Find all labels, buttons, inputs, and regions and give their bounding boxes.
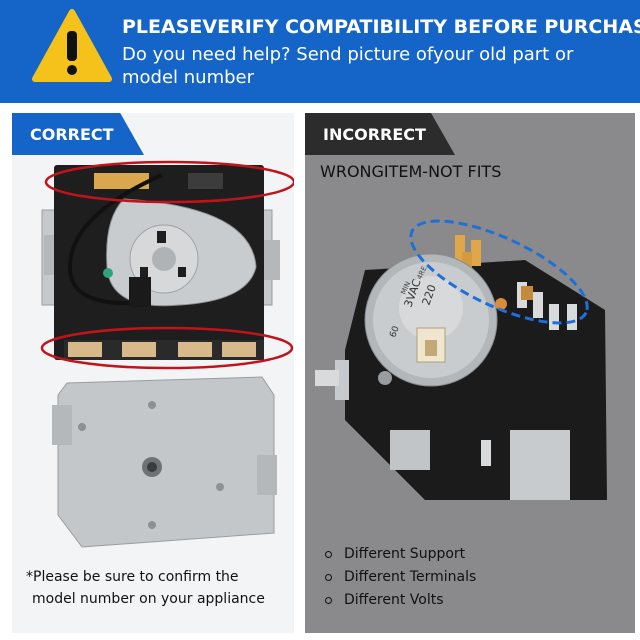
difference-item: Different Terminals (322, 569, 476, 592)
bullet-icon (325, 551, 332, 558)
banner-subtitle: Do you need help? Send picture ofyour ol… (122, 44, 574, 88)
incorrect-tab: INCORRECT (305, 113, 455, 155)
bottom-terminals-highlight (40, 326, 294, 370)
bullet-icon (325, 574, 332, 581)
confirm-model-note: *Please be sure to confirm the model num… (26, 566, 286, 610)
warning-triangle-icon (32, 9, 112, 82)
difference-item: Different Support (322, 546, 476, 569)
correct-part-front-photo (41, 165, 280, 360)
difference-text: Different Volts (344, 592, 444, 608)
incorrect-tab-label: INCORRECT (323, 125, 426, 144)
correct-part-images (40, 160, 294, 548)
wrong-item-label: WRONGITEM-NOT FITS (320, 162, 502, 181)
differences-list: Different Support Different Terminals Di… (322, 546, 476, 615)
difference-text: Different Support (344, 546, 466, 562)
correct-part-back-photo (52, 376, 277, 548)
correct-tab: CORRECT (12, 113, 144, 155)
motor-label-60: 60 (388, 325, 401, 339)
bullet-icon (325, 597, 332, 604)
warning-banner: PLEASEVERIFY COMPATIBILITY BEFORE PURCHA… (0, 0, 640, 103)
top-terminals-highlight (44, 160, 294, 204)
banner-title: PLEASEVERIFY COMPATIBILITY BEFORE PURCHA… (122, 16, 640, 38)
correct-tab-label: CORRECT (30, 125, 114, 144)
difference-item: Different Volts (322, 592, 476, 615)
difference-text: Different Terminals (344, 569, 477, 585)
incorrect-part-photo: MIN 3VAC 220 60 4RE (315, 235, 607, 500)
note-line-2: model number on your appliance (32, 591, 265, 607)
incorrect-part-image: MIN 3VAC 220 60 4RE (315, 219, 607, 500)
note-line-1: *Please be sure to confirm the (26, 569, 239, 585)
